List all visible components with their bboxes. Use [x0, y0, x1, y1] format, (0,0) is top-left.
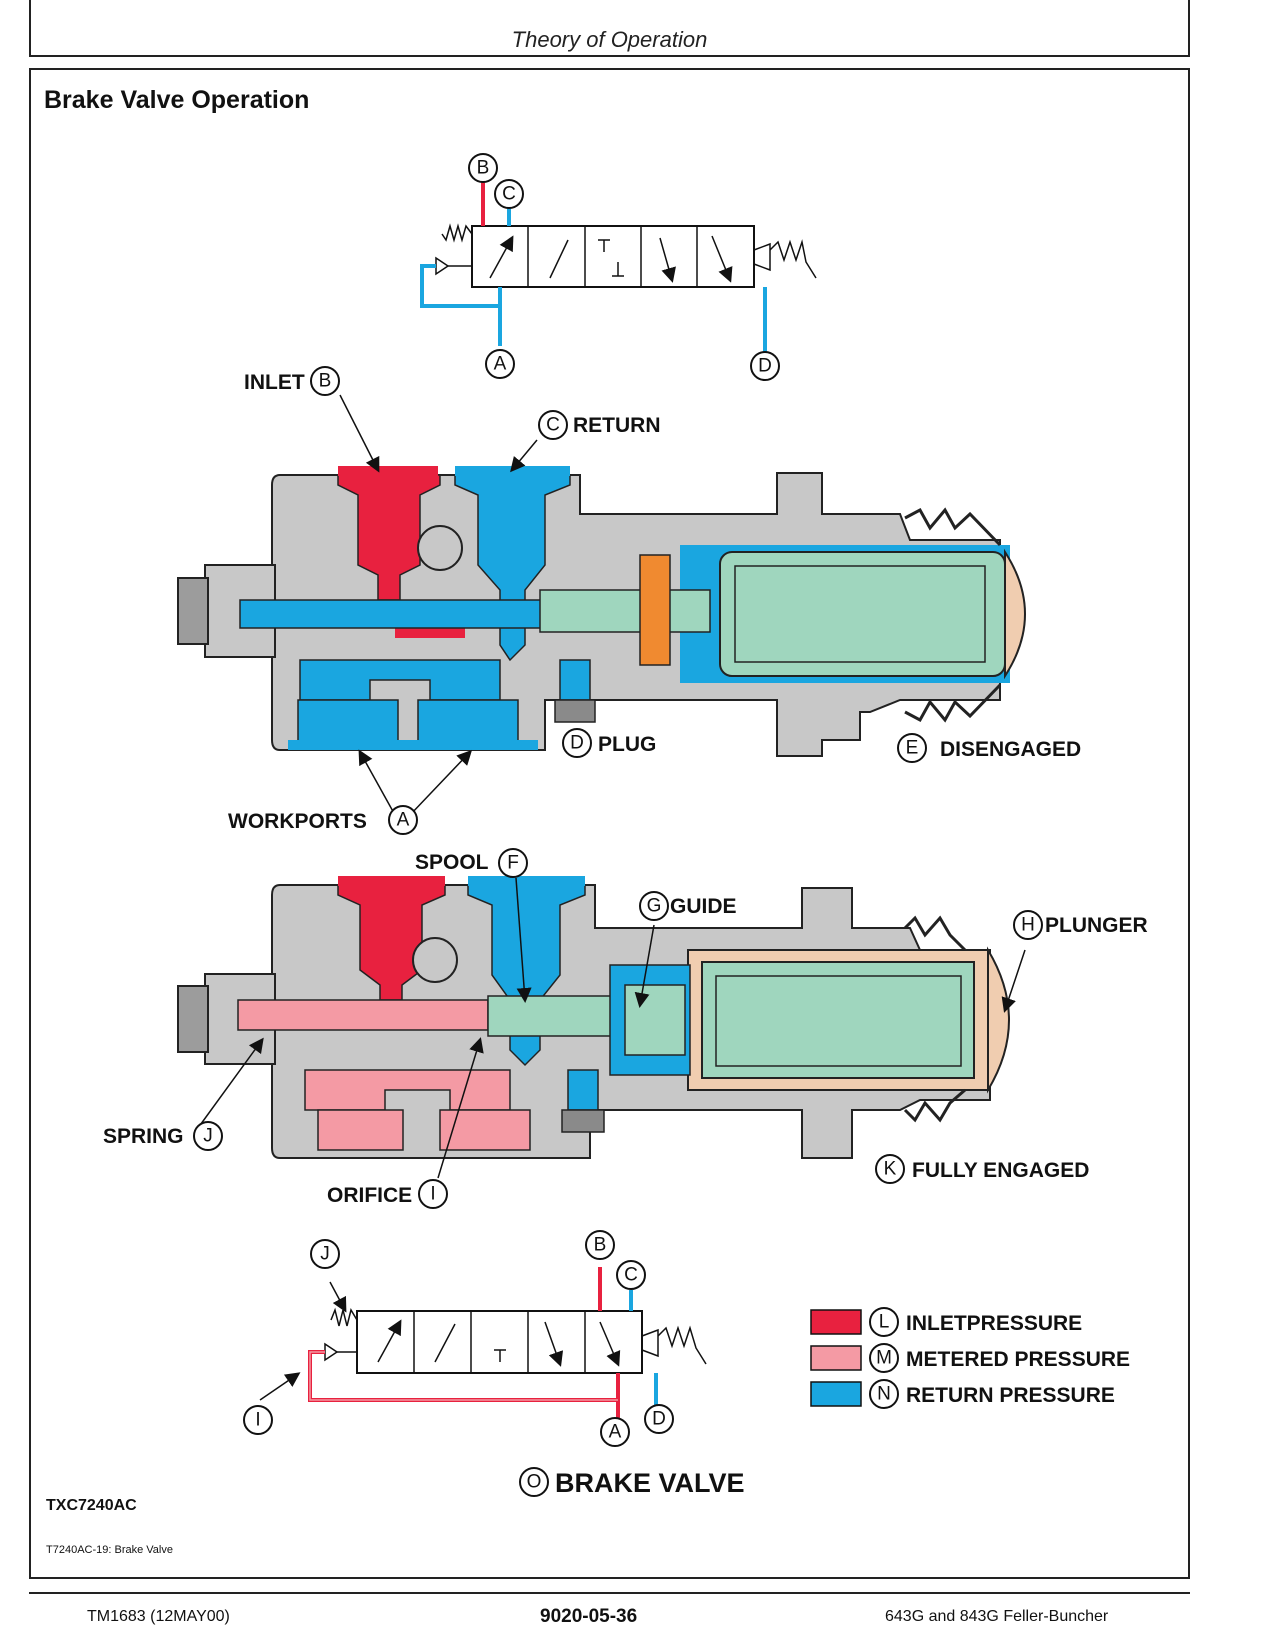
header-box: Theory of Operation	[29, 0, 1190, 57]
callout-o: O	[527, 1472, 542, 1493]
callout-f: F	[507, 853, 519, 874]
callout-c-return: C	[546, 415, 560, 436]
label-orifice: ORIFICE	[327, 1184, 412, 1207]
legend-label-metered: METERED PRESSURE	[906, 1348, 1130, 1371]
callout-c-top: C	[502, 184, 516, 205]
section-title: Brake Valve Operation	[44, 86, 310, 114]
legend-label-return: RETURN PRESSURE	[906, 1384, 1115, 1407]
bottom-schematic	[308, 1267, 707, 1418]
page-header-title: Theory of Operation	[511, 27, 708, 52]
callout-b-inlet: B	[319, 371, 332, 392]
footer-manual-id: TM1683 (12MAY00)	[87, 1608, 230, 1625]
callout-letters: B C A D B C D E A F G H J I K J B C I A …	[203, 158, 1035, 1493]
label-brake-valve: BRAKE VALVE	[555, 1468, 745, 1498]
figure-caption: T7240AC-19: Brake Valve	[46, 1544, 173, 1556]
callout-circles	[193, 153, 1043, 1497]
label-guide: GUIDE	[670, 895, 737, 918]
legend-label-inlet: INLETPRESSURE	[906, 1312, 1082, 1335]
callout-h: H	[1021, 915, 1035, 936]
label-plunger: PLUNGER	[1045, 914, 1148, 937]
callout-d-plug: D	[570, 733, 584, 754]
callout-d-top: D	[758, 356, 772, 377]
label-plug: PLUG	[598, 733, 656, 756]
callout-e: E	[906, 738, 919, 759]
callout-m: M	[876, 1348, 892, 1369]
callout-i-bottom: I	[255, 1410, 260, 1431]
footer-rule	[29, 1592, 1190, 1594]
footer-page-number: 9020-05-36	[540, 1606, 638, 1627]
callout-a-workports: A	[397, 810, 410, 831]
leader-lines	[197, 394, 1026, 1401]
label-return: RETURN	[573, 414, 661, 437]
part-labels: INLET RETURN PLUG DISENGAGED WORKPORTS S…	[103, 371, 1148, 1498]
callout-b-bottom: B	[594, 1235, 607, 1256]
label-fully-engaged: FULLY ENGAGED	[912, 1159, 1089, 1182]
label-spring: SPRING	[103, 1125, 184, 1148]
legend-swatch-metered	[810, 1345, 862, 1371]
figure-frame	[29, 68, 1190, 1579]
legend-swatch-inlet	[810, 1309, 862, 1335]
callout-a-top: A	[494, 354, 507, 375]
legend-swatch-return	[810, 1381, 862, 1407]
top-schematic	[420, 182, 817, 352]
legend: INLETPRESSURE METERED PRESSURE RETURN PR…	[810, 1309, 1130, 1407]
label-spool: SPOOL	[415, 851, 489, 874]
callout-d-bottom: D	[652, 1409, 666, 1430]
callout-j-spring: J	[203, 1126, 213, 1147]
callout-n: N	[877, 1384, 891, 1405]
callout-g: G	[647, 896, 662, 917]
callout-k: K	[884, 1159, 897, 1180]
footer-machine-name: 643G and 843G Feller-Buncher	[885, 1608, 1109, 1625]
callout-b-top: B	[477, 158, 490, 179]
callout-c-bottom: C	[624, 1265, 638, 1286]
label-inlet: INLET	[244, 371, 305, 394]
label-disengaged: DISENGAGED	[940, 738, 1081, 761]
figure-id: TXC7240AC	[46, 1497, 137, 1514]
callout-a-bottom: A	[609, 1422, 622, 1443]
label-workports: WORKPORTS	[228, 810, 367, 833]
fully-engaged-cutaway	[177, 876, 1010, 1159]
callout-l: L	[879, 1312, 890, 1333]
disengaged-cutaway	[177, 466, 1026, 757]
callout-i-orifice: I	[430, 1184, 435, 1205]
callout-j-bottom: J	[320, 1244, 330, 1265]
